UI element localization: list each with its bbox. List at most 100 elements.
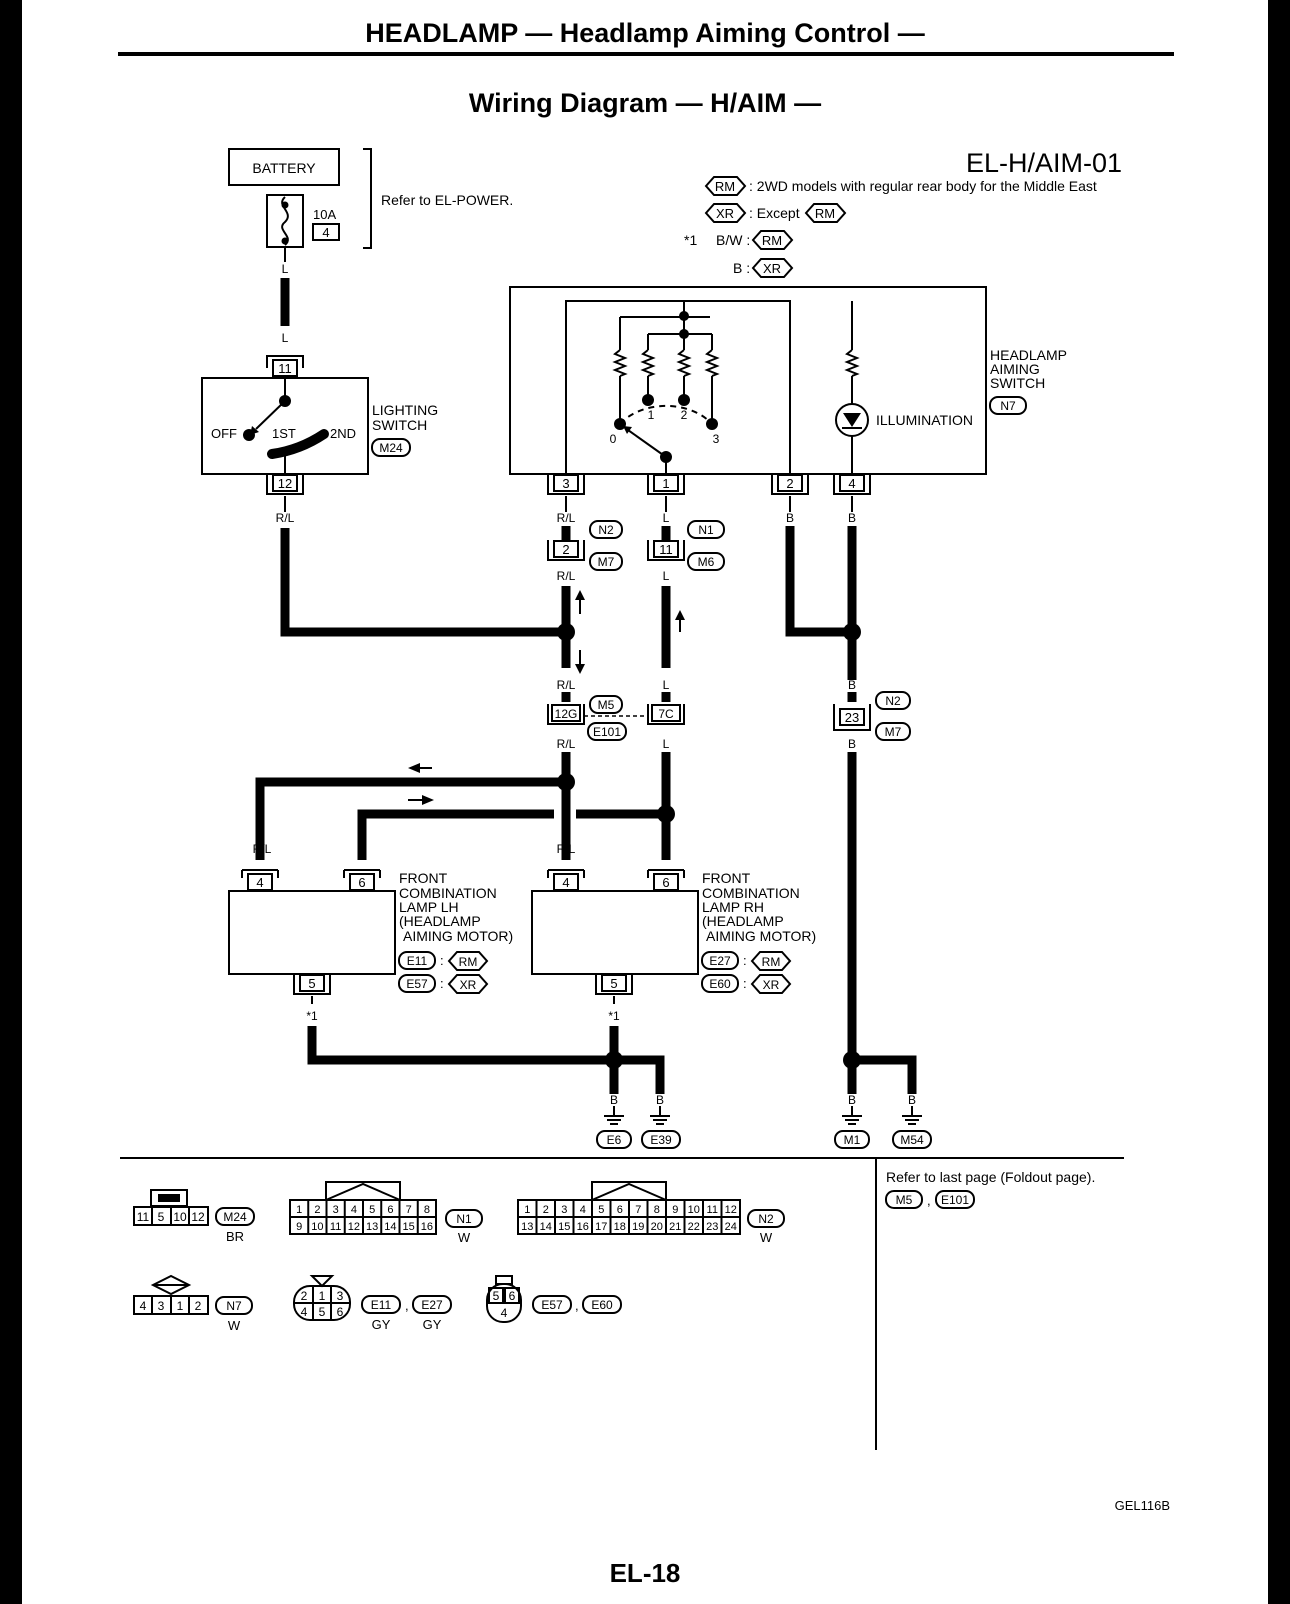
n7-color: W	[228, 1318, 241, 1333]
as-body	[509, 286, 987, 475]
e11-pin-d: 4	[301, 1305, 308, 1319]
gnd-e6-wire: B	[610, 1093, 618, 1107]
lh-conn-rm: E11	[407, 954, 428, 968]
n2-pin-label: 16	[577, 1221, 589, 1233]
ls-lever	[255, 400, 286, 430]
lh-label-4: (HEADLAMP	[399, 913, 481, 929]
n1-pin-label: 10	[311, 1221, 323, 1233]
as-connector: N7	[1000, 399, 1016, 413]
rh-conn-xr-shape	[701, 974, 739, 993]
as-wiper-arrow-icon	[623, 426, 632, 434]
n2-tab	[591, 1181, 667, 1200]
n2-pin-label: 5	[598, 1204, 604, 1216]
n1-pin-label: 5	[369, 1204, 375, 1216]
n2-pin-label: 8	[654, 1204, 660, 1216]
rh-label-1: FRONT	[702, 870, 751, 886]
wire-label-l-as1: L	[663, 511, 670, 525]
rh-rm-tag: RM	[762, 955, 781, 969]
as-pin2-box	[777, 474, 803, 492]
n2-name-shape	[747, 1209, 785, 1228]
n7-name: N7	[226, 1299, 242, 1313]
ls-off-contact	[243, 429, 255, 441]
wire-l-to-lh	[357, 809, 554, 860]
jn-pin2-bracket	[547, 540, 585, 561]
rh-pin5-box	[601, 974, 627, 992]
n2-pin-label: 7	[635, 1204, 641, 1216]
gnd-m1-wire: B	[848, 1093, 856, 1107]
n2-pin-label: 21	[669, 1221, 681, 1233]
m24-pin-b: 5	[158, 1210, 165, 1224]
resistor-1-icon	[640, 349, 656, 377]
as-pin2-bracket	[771, 474, 809, 495]
n7-pin-c: 1	[177, 1299, 184, 1313]
as-pin1-bracket	[647, 474, 685, 495]
lh-pin-4: 4	[256, 875, 263, 890]
n2-pin-label: 15	[558, 1221, 570, 1233]
wire-label-l-below: L	[663, 737, 670, 751]
right-edge-bar	[1268, 0, 1290, 1604]
gnd-m1: M1	[844, 1133, 861, 1147]
jn-7c-bracket	[647, 704, 685, 725]
rh-label-4: (HEADLAMP	[702, 913, 784, 929]
n2-pin-label: 19	[632, 1221, 644, 1233]
b-xr-shape	[751, 258, 794, 278]
lh-pin-6: 6	[358, 875, 365, 890]
as-contact-3	[706, 418, 718, 430]
m24-tab-fill	[158, 1194, 180, 1202]
wire-label-b-as4: B	[848, 511, 856, 525]
jn-n2: N2	[598, 523, 614, 537]
n1-tab-peak	[325, 1182, 401, 1201]
n1-tab	[325, 1181, 401, 1200]
xr-ref-rm: RM	[815, 206, 835, 221]
lh-label-1: FRONT	[399, 870, 448, 886]
n1-pin-label: 16	[421, 1221, 433, 1233]
arrow-up-icon-2	[675, 610, 685, 620]
m24-pin-d: 12	[191, 1210, 205, 1224]
fuse-amp: 10A	[313, 207, 336, 222]
rh-pin6-bracket	[647, 869, 685, 878]
rh-conn-rm-shape	[701, 951, 739, 970]
n2-pin-label: 12	[725, 1204, 737, 1216]
jn-pin2-box	[553, 540, 579, 558]
fuse-terminal-bottom	[281, 237, 289, 245]
lh-star-label: *1	[306, 1009, 318, 1023]
header-rule	[118, 52, 1174, 56]
e27-color: GY	[423, 1317, 442, 1332]
jn-n2b-shape	[875, 691, 911, 710]
wire-label-rl-rh: R/L	[557, 842, 576, 856]
m24-color: BR	[226, 1229, 244, 1244]
lamp-lh: 4 6 5 FRONT COMBINATION LAMP LH (HEADLAM…	[228, 869, 513, 995]
as-contact-0	[614, 418, 626, 430]
e11-name-shape	[361, 1295, 401, 1314]
e57-pin-b: 6	[509, 1289, 516, 1303]
as-pos-1: 1	[648, 408, 655, 422]
jn-e101: E101	[593, 725, 621, 739]
e11-pin-b: 1	[319, 1289, 326, 1303]
as-pin3-box	[553, 474, 579, 492]
n2-pin-label: 6	[617, 1204, 623, 1216]
jn-23-box	[839, 708, 865, 726]
as-pin-1: 1	[662, 476, 669, 491]
jn-m5: M5	[598, 698, 615, 712]
n1-pin-label: 2	[314, 1204, 320, 1216]
bw-label: B/W :	[716, 232, 750, 248]
wire-label-rl-lh: R/L	[253, 842, 272, 856]
resistor-0-icon	[612, 349, 628, 377]
ls-pin-bottom-box	[272, 474, 298, 492]
wire-label-l-m5: L	[663, 678, 670, 692]
wire-label-l-m6: L	[663, 569, 670, 583]
rh-colon-rm: :	[743, 953, 747, 968]
resistor-3-icon	[704, 349, 720, 377]
wire-gnd-m54	[852, 1055, 917, 1094]
wire-gnd-lh	[307, 1026, 614, 1065]
ls-pin-bottom: 12	[278, 476, 292, 491]
n2-pin-label: 4	[580, 1204, 586, 1216]
splice-rl-1	[557, 623, 575, 641]
ls-pin-bottom-bracket	[266, 474, 304, 495]
n1-pin-label: 13	[366, 1221, 378, 1233]
foldout-e101: E101	[941, 1193, 969, 1207]
e57-tab	[495, 1275, 513, 1285]
rh-body	[531, 890, 699, 975]
